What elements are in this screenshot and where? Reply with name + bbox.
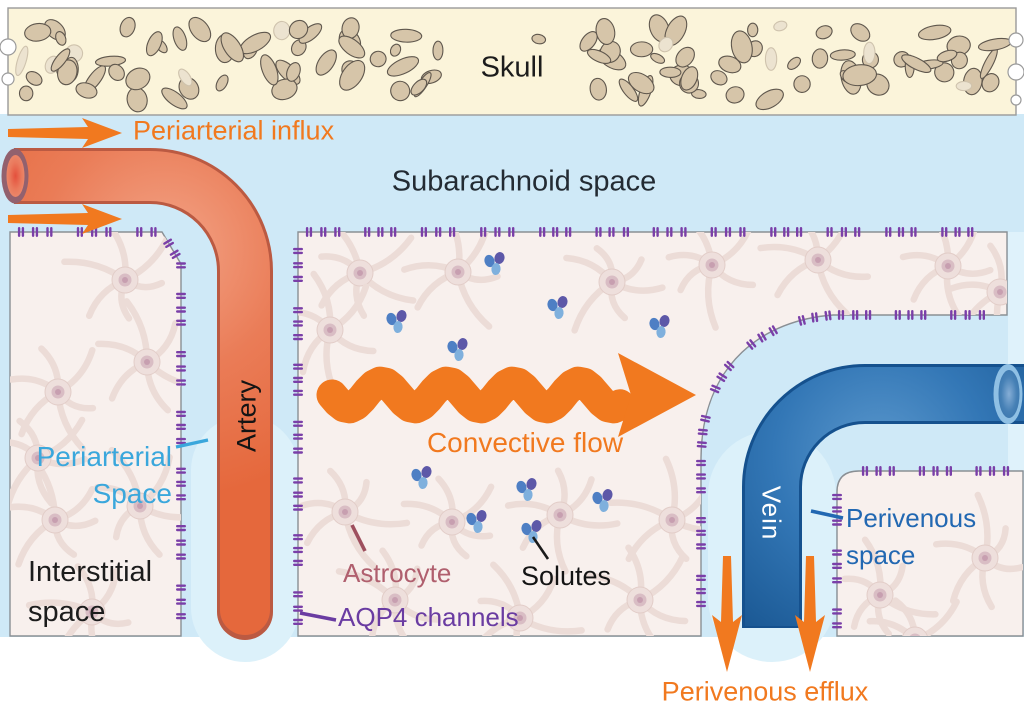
perivenous-space-strip [1008,232,1024,471]
interstitial-space-line1: Interstitial [28,556,153,588]
periarterial-influx-arrow-top [8,118,122,148]
convective-flow-arrowhead [618,353,696,437]
vein-vessel [742,364,1024,628]
perivenous-space-line1: Perivenous [846,503,977,533]
perivenous-efflux-arrow-left [712,556,742,672]
artery-vessel [1,148,273,640]
flow-arrows [8,118,825,672]
perivenous-space-label: Perivenous space [846,500,976,574]
aqp4-channels-label: AQP4 channels [338,602,519,632]
skull-label: Skull [480,51,544,84]
skull-band [0,7,1024,116]
aqp4-leader [299,611,337,622]
subarachnoid-space-label: Subarachnoid space [391,165,657,198]
skull-notches [0,32,1024,106]
astrocyte-leader [350,524,367,552]
leader-lines [175,438,844,622]
astrocytes-bottom-right [841,491,1023,636]
astrocytes-left [10,232,181,636]
periarterial-space-line1: Periarterial [36,441,172,472]
periarterial-influx-arrow-bottom [8,204,122,234]
periarterial-space-label: Periarterial Space [6,438,172,512]
bone-texture [15,14,1012,113]
artery-label: Artery [231,379,262,453]
solutes-label: Solutes [521,561,612,591]
interstitial-space-label: Interstitial space [28,552,152,632]
perivenous-efflux-label: Perivenous efflux [661,676,869,707]
astrocyte-label: Astrocyte [343,558,452,588]
periarterial-space-leader [175,438,209,449]
perivenous-efflux-arrow-right [795,556,825,672]
periarterial-influx-label: Periarterial influx [133,115,335,146]
periarterial-space-line2: Space [92,478,172,509]
interstitial-space-line2: space [28,596,106,628]
perivenous-space-leader [810,509,844,520]
perivenous-space-line2: space [846,540,916,570]
solute-clusters [386,252,670,543]
aqp4-channel-marks [17,227,1010,629]
convective-flow-arrow-body [316,366,636,424]
convective-flow-label: Convective flow [426,427,624,458]
vein-label: Vein [756,485,787,541]
solutes-leader [531,536,550,560]
lower-margin [0,637,1024,707]
